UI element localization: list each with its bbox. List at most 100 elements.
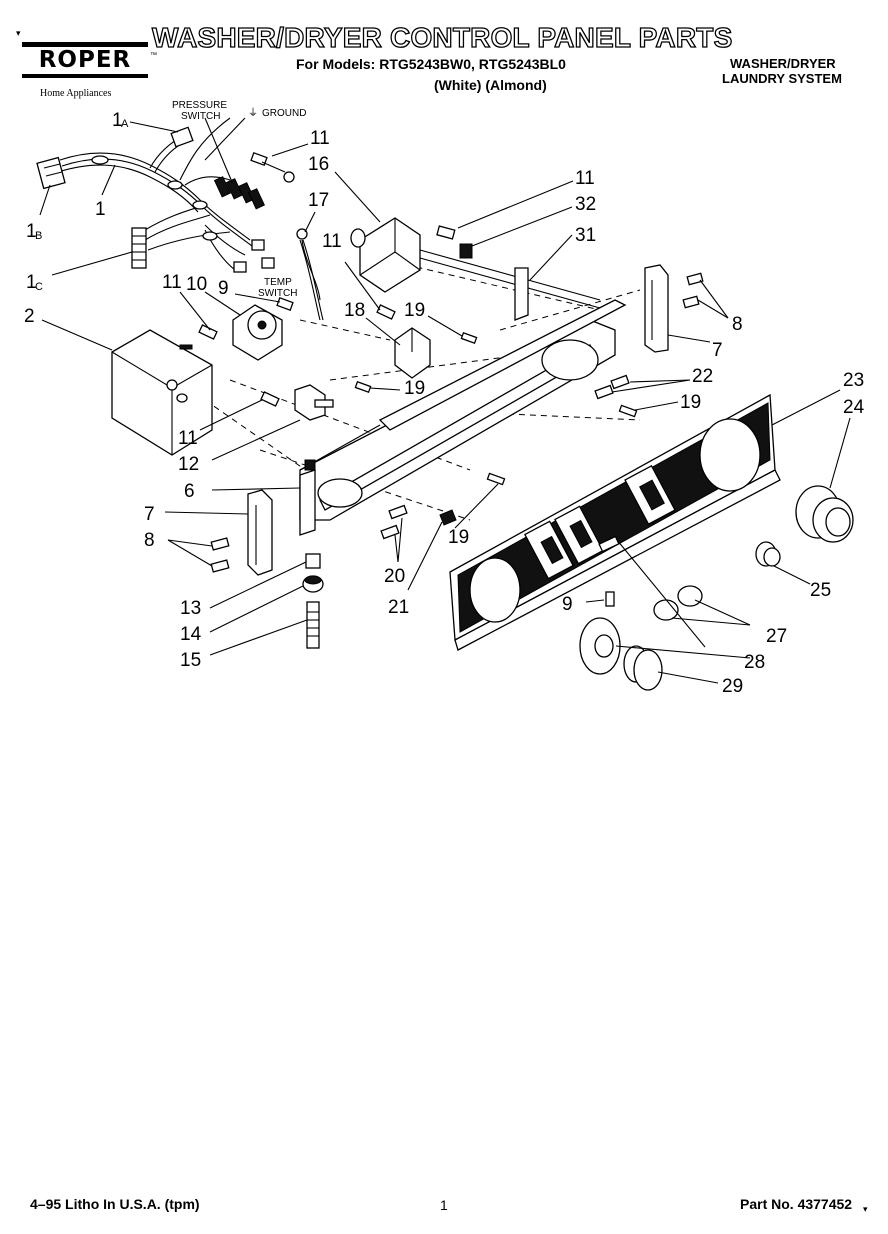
pressure-switch-label-1: PRESSURE — [172, 100, 227, 111]
bracket-12 — [294, 384, 334, 421]
part-number: 8 — [732, 314, 743, 335]
knob-29 — [623, 645, 663, 691]
screws-8-right — [682, 272, 704, 309]
pressure-switch-label-2: SWITCH — [181, 111, 220, 122]
part-number: 1 — [112, 110, 123, 131]
console-frame — [299, 299, 627, 521]
screws-22 — [594, 374, 630, 400]
system-label-line1: WASHER/DRYER — [730, 56, 836, 71]
page-number: 1 — [440, 1197, 448, 1213]
connector-1c — [131, 227, 147, 269]
part-number-footer: Part No. 4377452 — [740, 1196, 853, 1212]
system-label-line2: LAUNDRY SYSTEM — [722, 71, 842, 86]
screw-11-18 — [376, 304, 396, 320]
part-number: 29 — [722, 676, 743, 697]
part-number: 13 — [180, 598, 201, 619]
screws-19 — [354, 331, 638, 486]
corner-mark: ▾ — [16, 28, 21, 38]
model-colors: (White) (Almond) — [434, 77, 547, 93]
logo-bar-bottom — [22, 74, 148, 78]
part-number: 12 — [178, 454, 199, 475]
front-panel-23 — [449, 393, 781, 651]
leader-lines — [39, 117, 851, 684]
screw-9 — [276, 297, 294, 311]
screw-11-top — [436, 225, 456, 240]
pressure-switch-terminals — [213, 176, 265, 210]
page-title: WASHER/DRYER CONTROL PANEL PARTS — [151, 21, 733, 53]
connector-1b — [36, 156, 66, 190]
roper-logo: ROPER — [22, 42, 148, 78]
part-number: 18 — [344, 300, 365, 321]
part-number: 16 — [308, 154, 329, 175]
ground-screw — [250, 152, 295, 183]
junction-box-2 — [111, 329, 213, 456]
knob-24 — [795, 485, 854, 543]
part-number: 19 — [404, 300, 425, 321]
bushing-14 — [302, 575, 324, 593]
connector-1a — [170, 126, 194, 148]
model-numbers: For Models: RTG5243BW0, RTG5243BL0 — [296, 56, 566, 72]
part-number: 9 — [562, 594, 573, 615]
bolt-15 — [306, 601, 320, 649]
logo-trademark: ™ — [150, 52, 157, 59]
part-number: 11 — [162, 272, 182, 293]
part-number: 14 — [180, 624, 202, 645]
print-info: 4–95 Litho In U.S.A. (tpm) — [30, 1196, 200, 1212]
bracket-7-right — [644, 264, 669, 353]
part-number: 22 — [692, 366, 713, 387]
control-module-16 — [350, 217, 601, 309]
part-number: 23 — [843, 370, 864, 391]
part-number-sub: C — [35, 281, 43, 293]
part-number: 15 — [180, 650, 201, 671]
part-number: 20 — [384, 566, 405, 587]
temp-switch-label-1: TEMP — [264, 277, 292, 288]
part-number: 10 — [186, 274, 207, 295]
bracket-31 — [514, 267, 529, 321]
grommet-13 — [305, 553, 321, 569]
ground-label: GROUND — [262, 108, 306, 119]
logo-wordmark: ROPER — [38, 47, 132, 73]
switch-18 — [394, 327, 431, 379]
part-number: 1 — [26, 272, 37, 293]
temp-switch-terminals — [233, 239, 275, 273]
part-number: 31 — [575, 225, 596, 246]
clip-21 — [439, 509, 457, 526]
logo-subtitle: Home Appliances — [40, 88, 112, 99]
part-number: 25 — [810, 580, 831, 601]
screws-8-left — [210, 537, 230, 573]
knob-25 — [755, 541, 781, 567]
screw-11-mid — [260, 391, 280, 407]
part-number: 19 — [404, 378, 425, 399]
ground-symbol: ⏚ — [248, 107, 258, 119]
part-number: 1 — [95, 199, 106, 220]
screw-11-left — [198, 324, 218, 340]
part-number: 17 — [308, 190, 329, 211]
logo-bar-top — [22, 42, 148, 47]
part-number: 6 — [184, 481, 195, 502]
part-number-labels: 1 A 1 1 B 1 C 11 16 17 11 32 31 11 11 10… — [24, 110, 865, 697]
part-number: 1 — [26, 221, 37, 242]
part-number: 2 — [24, 306, 35, 327]
screws-20 — [380, 504, 408, 540]
part-number: 28 — [744, 652, 765, 673]
part-number: 11 — [322, 231, 342, 252]
footer-mark: ▾ — [863, 1204, 868, 1214]
ground-wire-17 — [296, 228, 321, 301]
part-number: 11 — [575, 168, 595, 189]
screw-9-bottom — [605, 591, 615, 607]
part-number: 19 — [448, 527, 469, 548]
part-number: 24 — [843, 397, 865, 418]
bracket-7-left — [247, 489, 273, 576]
part-number-sub: B — [35, 230, 42, 242]
bracket-6 — [299, 459, 316, 536]
part-number: 27 — [766, 626, 787, 647]
part-number-sub: A — [121, 118, 129, 130]
part-number: 32 — [575, 194, 596, 215]
part-number: 8 — [144, 530, 155, 551]
temp-switch-label-2: SWITCH — [258, 288, 297, 299]
part-number: 9 — [218, 278, 229, 299]
part-number: 21 — [388, 597, 409, 618]
part-number: 19 — [680, 392, 701, 413]
part-number: 7 — [712, 340, 723, 361]
